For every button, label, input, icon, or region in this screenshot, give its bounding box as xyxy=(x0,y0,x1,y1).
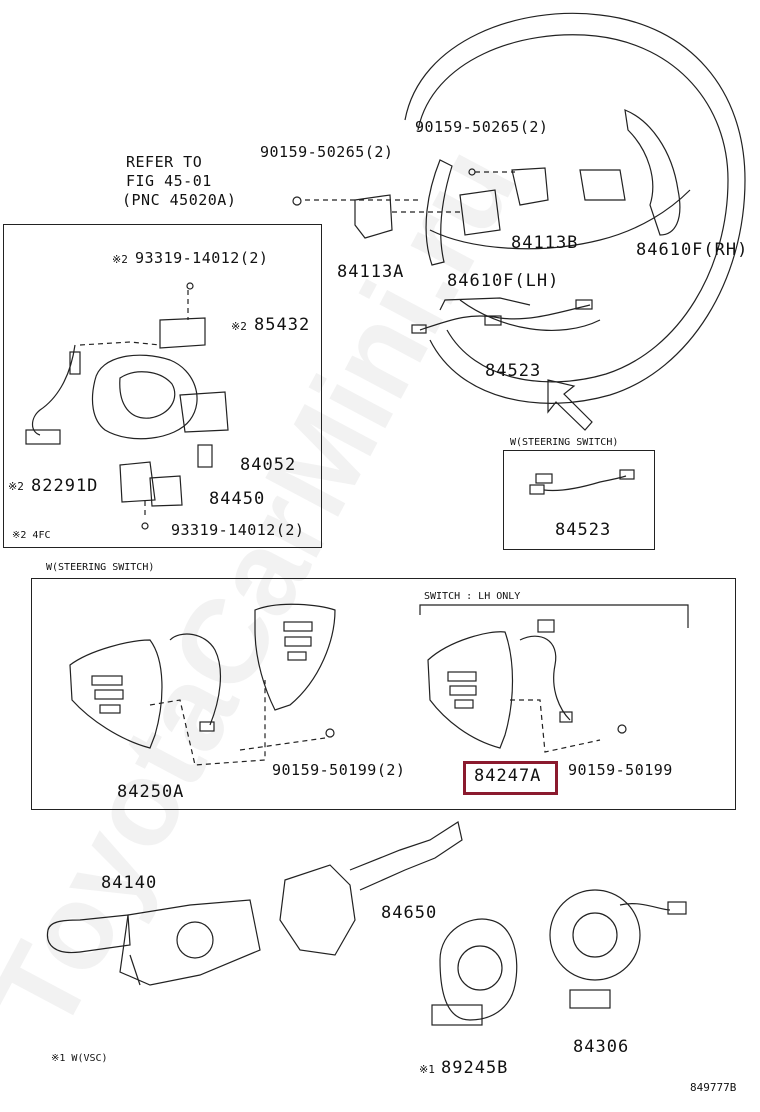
steering-switch-rh-drawing xyxy=(254,603,336,711)
switch-leaders-left xyxy=(149,680,326,766)
arrow-indicator xyxy=(547,379,593,431)
note-mark-2-4fc: ※2 4FC xyxy=(12,530,51,541)
part-84650[interactable]: 84650 xyxy=(381,903,438,923)
mark-1-part: ※1 xyxy=(419,1063,435,1076)
steering-switch-panel-box xyxy=(31,578,736,810)
combination-switch-84140-drawing xyxy=(46,899,261,986)
steering-switch-harness-box xyxy=(503,450,655,550)
spiral-cable-assembly-drawing xyxy=(25,317,229,507)
part-84113B[interactable]: 84113B xyxy=(511,233,579,253)
refer-to-line2[interactable]: FIG 45-01 xyxy=(126,172,212,190)
part-90159-50199-2[interactable]: 90159-50199(2) xyxy=(272,761,406,779)
part-84250A[interactable]: 84250A xyxy=(117,782,185,802)
part-84523-top[interactable]: 84523 xyxy=(485,361,542,381)
spiral-cable-group-box xyxy=(3,224,322,548)
part-90159-50265-right[interactable]: 90159-50265(2) xyxy=(415,118,549,136)
caption-lh-only: SWITCH : LH ONLY xyxy=(424,591,521,602)
part-84140[interactable]: 84140 xyxy=(101,873,158,893)
note-mark-1-vsc: ※1 W(VSC) xyxy=(51,1053,108,1064)
brackets-drawing xyxy=(354,167,549,239)
part-84052[interactable]: 84052 xyxy=(240,455,297,475)
refer-to-line3[interactable]: (PNC 45020A) xyxy=(122,191,237,209)
part-84113A[interactable]: 84113A xyxy=(337,262,405,282)
paddle-shifters-drawing xyxy=(425,109,681,266)
refer-to-line1: REFER TO xyxy=(126,153,203,171)
steering-switch-lh-drawing xyxy=(69,633,221,749)
part-93319-14012-bottom[interactable]: 93319-14012(2) xyxy=(171,521,305,539)
steering-wheel-drawing xyxy=(404,12,746,404)
upper-leader-lines xyxy=(305,171,515,213)
part-84610F-LH[interactable]: 84610F(LH) xyxy=(447,271,560,291)
caption-steering-switch-large: W(STEERING SWITCH) xyxy=(46,562,155,573)
part-82291D[interactable]: 82291D xyxy=(31,476,99,496)
caption-steering-switch-small: W(STEERING SWITCH) xyxy=(510,437,619,448)
part-93319-14012-top[interactable]: 93319-14012(2) xyxy=(135,249,269,267)
mark-2-b: ※2 xyxy=(231,320,247,333)
lh-only-bracket xyxy=(419,604,689,628)
part-84247A[interactable]: 84247A xyxy=(474,766,542,786)
part-90159-50265-left[interactable]: 90159-50265(2) xyxy=(260,143,394,161)
spiral-cable-84306-drawing xyxy=(549,889,687,1009)
part-89245B[interactable]: 89245B xyxy=(441,1058,509,1078)
part-85432[interactable]: 85432 xyxy=(254,315,311,335)
selected-part-highlight xyxy=(463,761,558,795)
bolts-drawing xyxy=(141,168,627,738)
wiper-switch-84650-drawing xyxy=(279,821,463,956)
mark-2-a: ※2 xyxy=(112,253,128,266)
steering-sensor-89245B-drawing xyxy=(431,918,518,1026)
harness-84523-drawing xyxy=(411,297,593,334)
switch-leaders-right xyxy=(510,699,601,753)
harness-84523-box-drawing xyxy=(529,469,635,495)
left-box-leaders xyxy=(79,290,189,515)
steering-switch-lh-only-drawing xyxy=(427,619,573,749)
figure-id: 849777B xyxy=(690,1081,737,1094)
part-84523-box[interactable]: 84523 xyxy=(555,520,612,540)
part-84450[interactable]: 84450 xyxy=(209,489,266,509)
mark-2-c: ※2 xyxy=(8,480,24,493)
part-84306[interactable]: 84306 xyxy=(573,1037,630,1057)
part-90159-50199[interactable]: 90159-50199 xyxy=(568,761,673,779)
part-84610F-RH[interactable]: 84610F(RH) xyxy=(636,240,749,260)
